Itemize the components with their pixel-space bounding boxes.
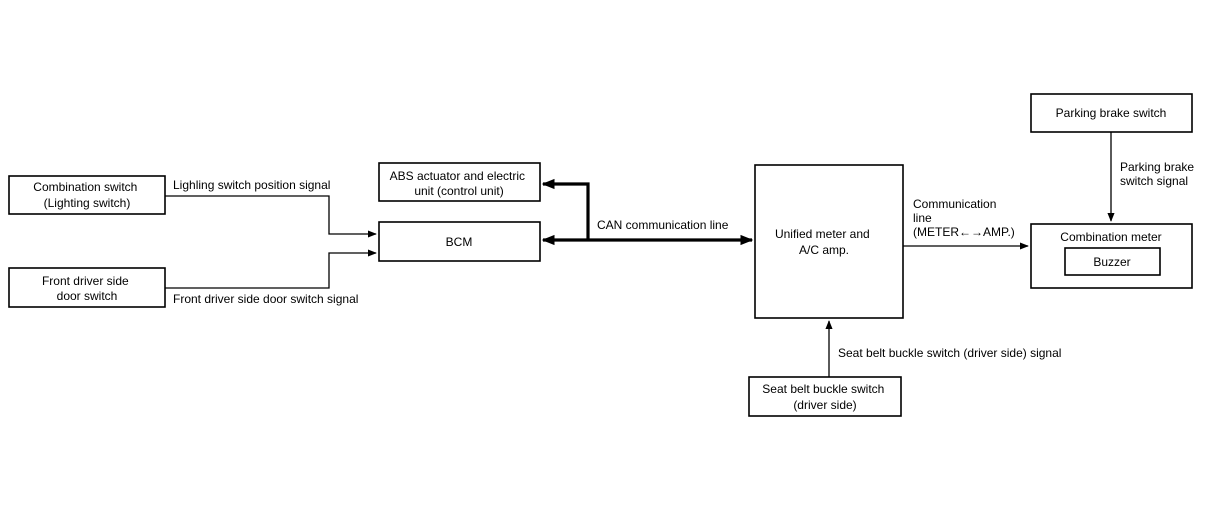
seat-belt-signal-label: Seat belt buckle switch (driver side) si… — [838, 346, 1061, 360]
combination-switch-box — [8, 175, 166, 215]
buzzer-box — [1064, 247, 1161, 276]
parking-brake-signal-label: Parking brake switch signal — [1120, 160, 1197, 188]
can-line-to-abs — [541, 178, 590, 240]
unified-meter-box — [754, 164, 904, 319]
combination-meter-label: Combination meter — [1060, 230, 1161, 244]
buzzer-label: Buzzer — [1093, 255, 1130, 269]
lighting-signal-label: Lighling switch position signal — [173, 178, 330, 192]
communication-line-label: Communication line (METER←→AMP.) — [913, 197, 1015, 239]
unified-meter-label: Unified meter and A/C amp. — [775, 227, 873, 257]
seat-belt-switch-box — [748, 376, 902, 417]
bcm-label: BCM — [446, 235, 473, 249]
parking-brake-switch-label: Parking brake switch — [1056, 106, 1167, 120]
abs-unit-label: ABS actuator and electric unit (control … — [390, 169, 529, 198]
combination-switch-label: Combination switch (Lighting switch) — [33, 180, 140, 210]
front-driver-door-switch-label: Front driver side door switch — [42, 274, 132, 303]
door-signal-line — [165, 249, 377, 289]
door-signal-label: Front driver side door switch signal — [173, 292, 358, 306]
bcm-box — [378, 221, 541, 262]
seat-belt-switch-label: Seat belt buckle switch (driver side) — [762, 382, 887, 412]
can-line-label: CAN communication line — [597, 218, 729, 232]
lighting-signal-line — [165, 195, 377, 238]
abs-unit-box — [378, 162, 541, 202]
